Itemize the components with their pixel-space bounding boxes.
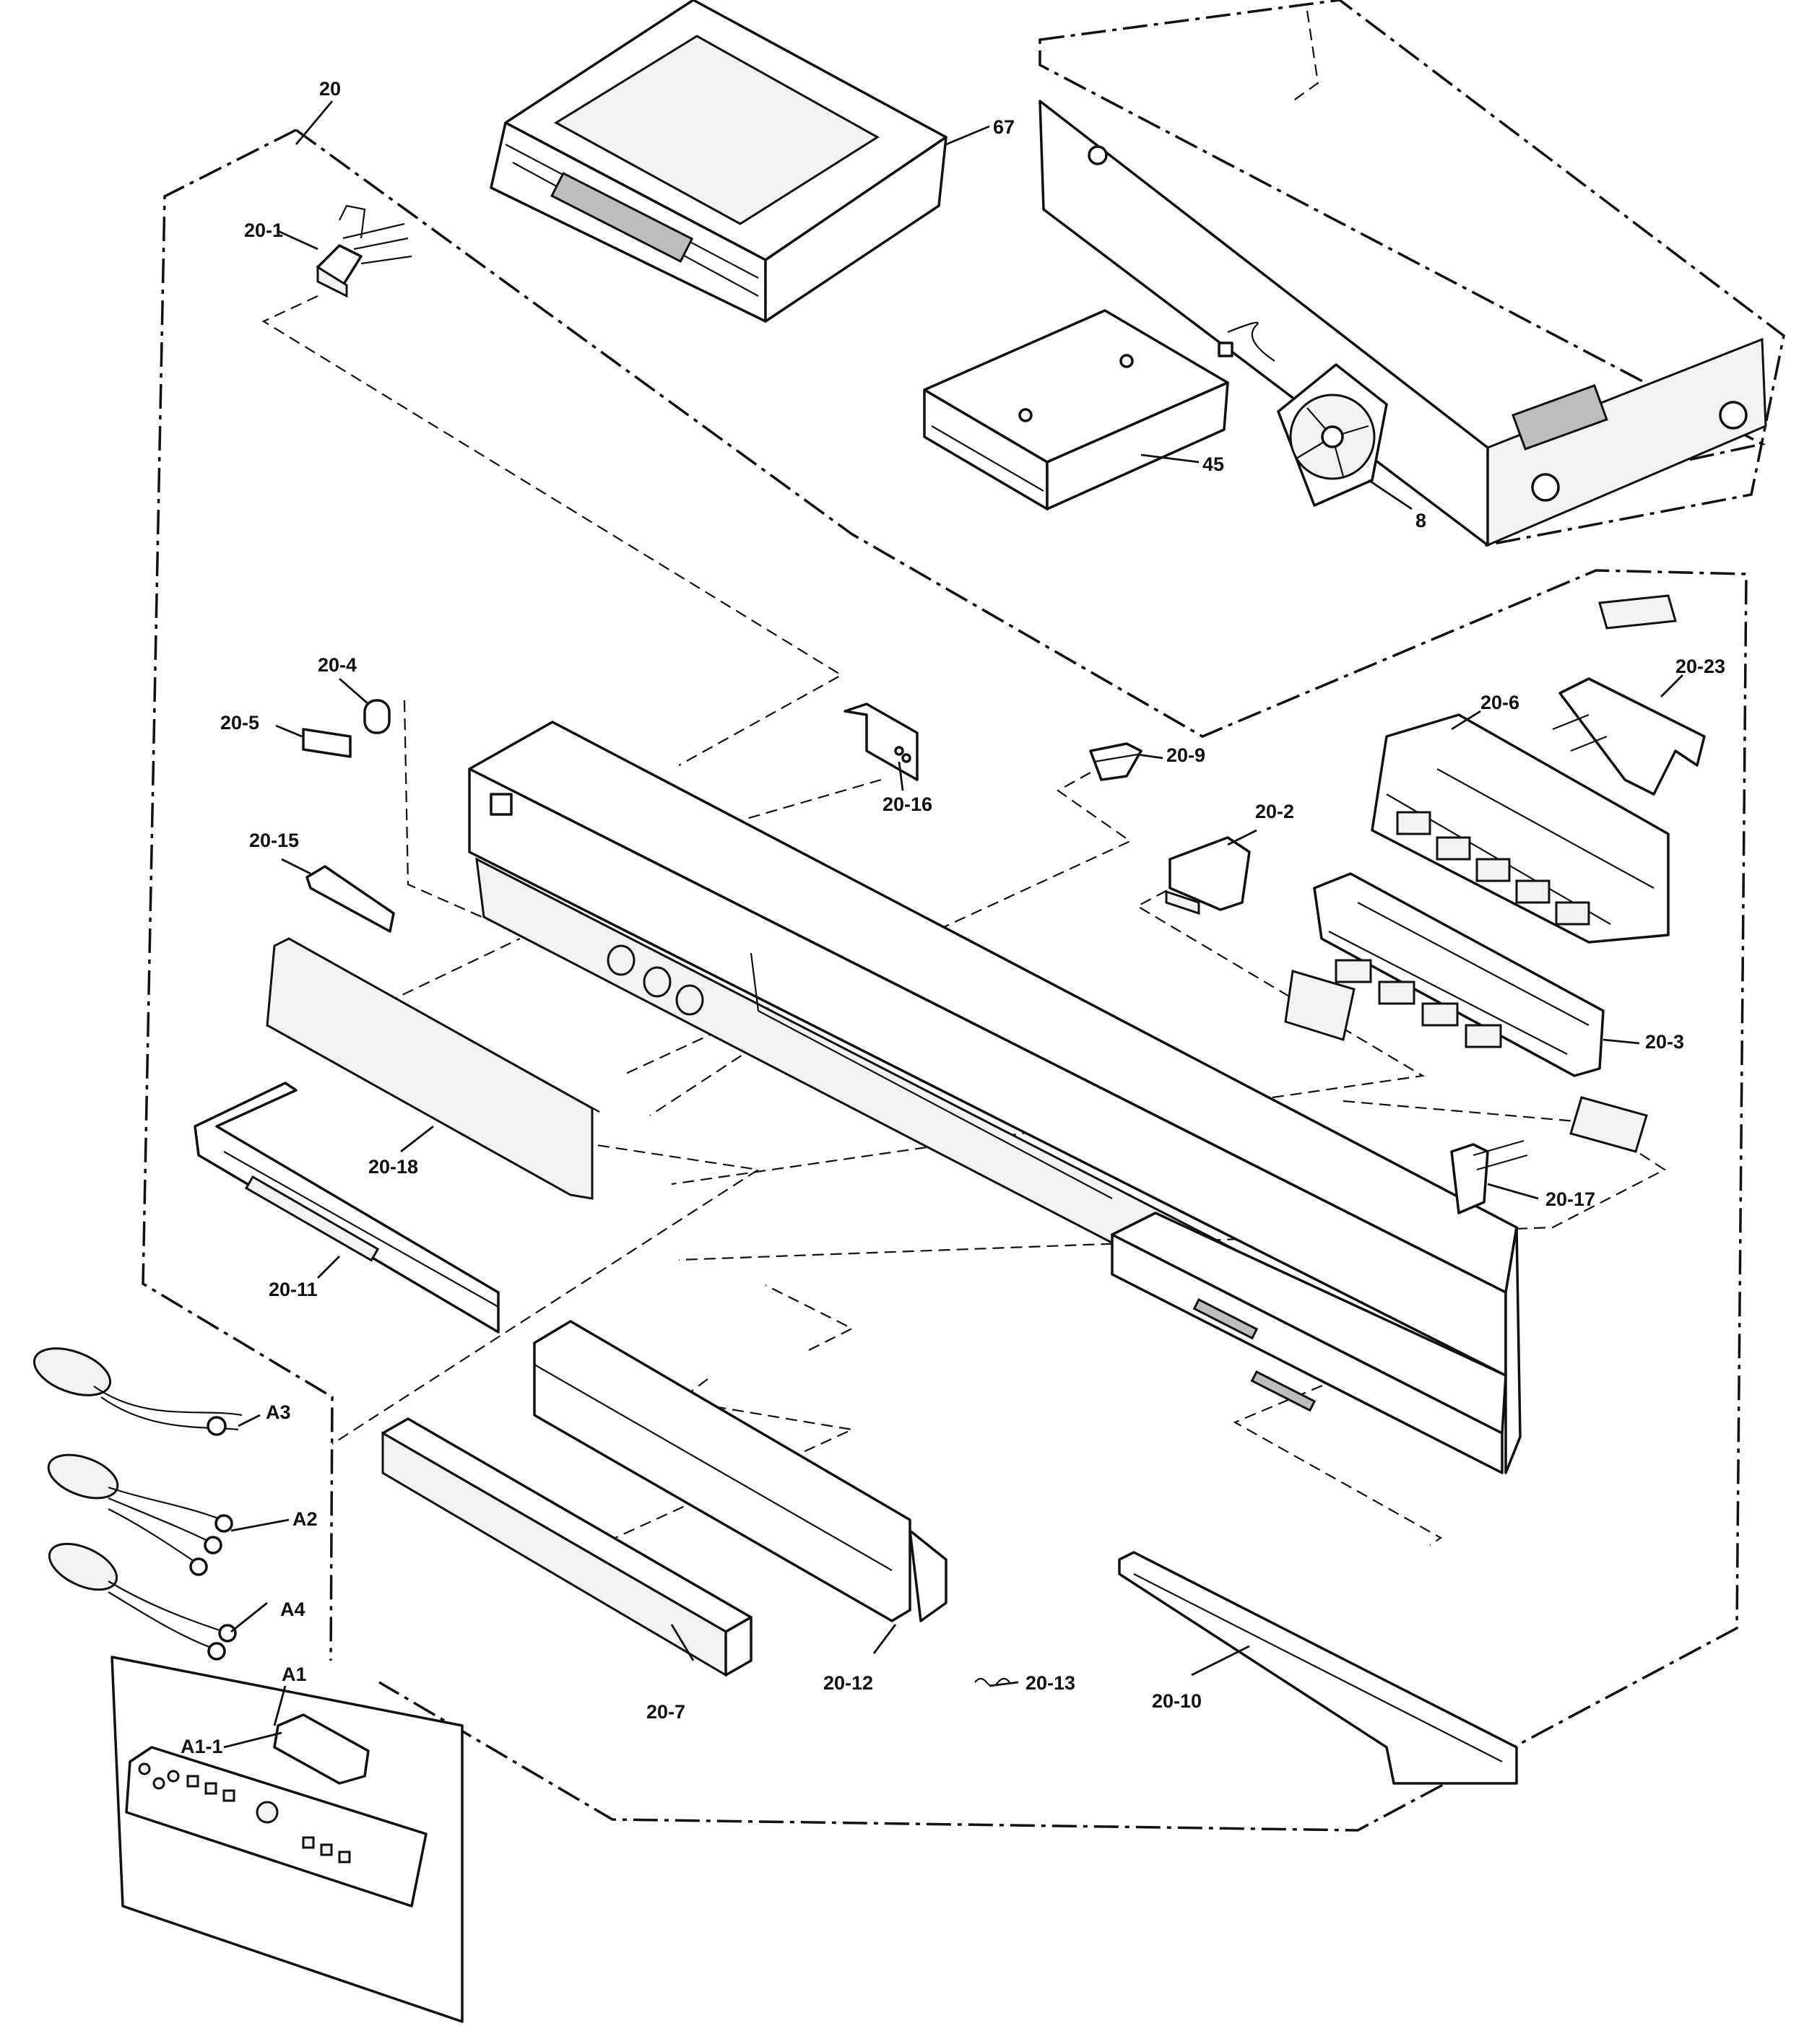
guide-20-16 — [743, 778, 882, 821]
label-20-16: 20-16 — [883, 793, 932, 815]
label-20-13: 20-13 — [1025, 1672, 1075, 1694]
label-20-7: 20-7 — [646, 1701, 685, 1723]
label-20-12: 20-12 — [823, 1672, 873, 1694]
front-panel-assembly-boundary-right — [295, 129, 1748, 1832]
label-a2: A2 — [292, 1508, 318, 1530]
guide-20-12 — [765, 1284, 854, 1351]
part-20-17 — [1450, 1139, 1528, 1214]
part-20-2 — [1165, 836, 1251, 916]
front-panel-assembly-boundary — [142, 129, 334, 1661]
label-20-2: 20-2 — [1255, 801, 1294, 822]
part-20-11 — [194, 1082, 500, 1334]
front-panel — [468, 721, 1522, 1474]
part-20-10 — [1118, 1551, 1518, 1785]
part-20-23 — [1552, 594, 1706, 796]
chassis-rear — [1038, 100, 1767, 547]
label-20-3: 20-3 — [1645, 1031, 1684, 1053]
drive-unit-67 — [490, 0, 947, 323]
fan-8 — [1218, 321, 1388, 507]
leader-lines — [223, 100, 1683, 1749]
label-20-15: 20-15 — [249, 830, 299, 851]
part-20-1 — [316, 204, 412, 298]
label-20-23: 20-23 — [1675, 656, 1725, 677]
cable-a3 — [32, 1347, 243, 1436]
guide-20-4 — [403, 700, 499, 926]
label-20-10: 20-10 — [1152, 1690, 1202, 1712]
label-20-1: 20-1 — [244, 219, 283, 241]
part-20-12 — [533, 1320, 947, 1622]
part-20-9 — [1089, 742, 1142, 781]
label-20-4: 20-4 — [318, 654, 357, 676]
top-cover-inner-edge — [1292, 10, 1319, 102]
part-20-6 — [1371, 713, 1670, 944]
label-20-17: 20-17 — [1545, 1188, 1595, 1210]
part-20-18 — [266, 937, 600, 1200]
label-20-9: 20-9 — [1166, 744, 1205, 766]
label-8: 8 — [1415, 510, 1426, 531]
battery-cover-a1-1 — [273, 1713, 370, 1785]
label-a4: A4 — [280, 1599, 305, 1620]
label-a1: A1 — [282, 1664, 307, 1685]
label-20-18: 20-18 — [368, 1156, 418, 1178]
label-a3: A3 — [266, 1401, 291, 1423]
cable-a4 — [48, 1542, 237, 1661]
part-20-15 — [305, 865, 395, 933]
label-20: 20 — [319, 78, 341, 100]
label-20-11: 20-11 — [269, 1279, 318, 1300]
label-20-5: 20-5 — [220, 712, 259, 734]
cable-a2 — [47, 1453, 233, 1576]
guide-20-10 — [1233, 1363, 1443, 1546]
label-67: 67 — [993, 116, 1015, 138]
guide-20-3 — [678, 1100, 1667, 1261]
remote-control-a1 — [125, 1746, 428, 1908]
label-45: 45 — [1202, 453, 1224, 475]
part-labels: 20 67 20-1 45 8 20-4 20-5 20-16 20-9 20-… — [181, 78, 1725, 1757]
part-20-16 — [844, 703, 919, 781]
part-20-7 — [381, 1417, 753, 1677]
part-20-3 — [1284, 872, 1648, 1153]
power-supply-45 — [923, 309, 1229, 510]
label-a1-1: A1-1 — [181, 1736, 223, 1757]
guide-20-1 — [261, 295, 844, 766]
label-20-6: 20-6 — [1480, 692, 1519, 713]
part-20-4 — [363, 699, 391, 734]
part-20-5 — [302, 728, 352, 758]
